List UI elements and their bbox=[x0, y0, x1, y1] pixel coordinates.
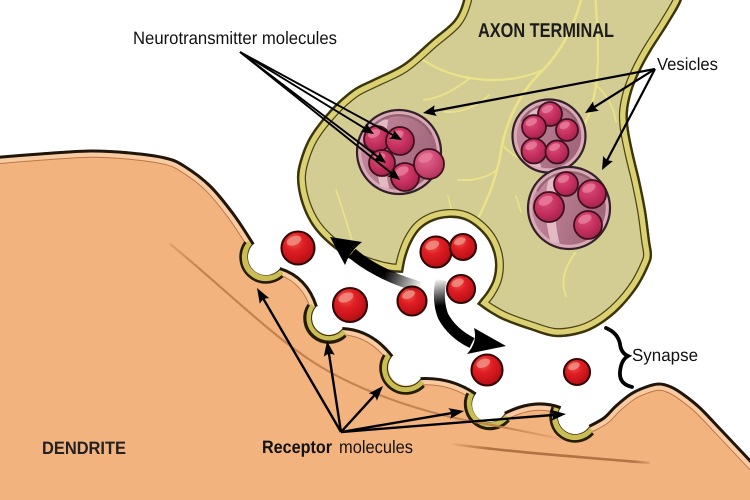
svg-text:Receptor: Receptor bbox=[262, 437, 332, 457]
svg-text:AXON TERMINAL: AXON TERMINAL bbox=[478, 20, 614, 42]
svg-text:Vesicles: Vesicles bbox=[657, 54, 718, 74]
svg-text:Synapse: Synapse bbox=[632, 345, 698, 365]
svg-text:molecules: molecules bbox=[339, 437, 413, 457]
svg-text:DENDRITE: DENDRITE bbox=[42, 438, 126, 458]
svg-text:Neurotransmitter molecules: Neurotransmitter molecules bbox=[133, 28, 337, 48]
